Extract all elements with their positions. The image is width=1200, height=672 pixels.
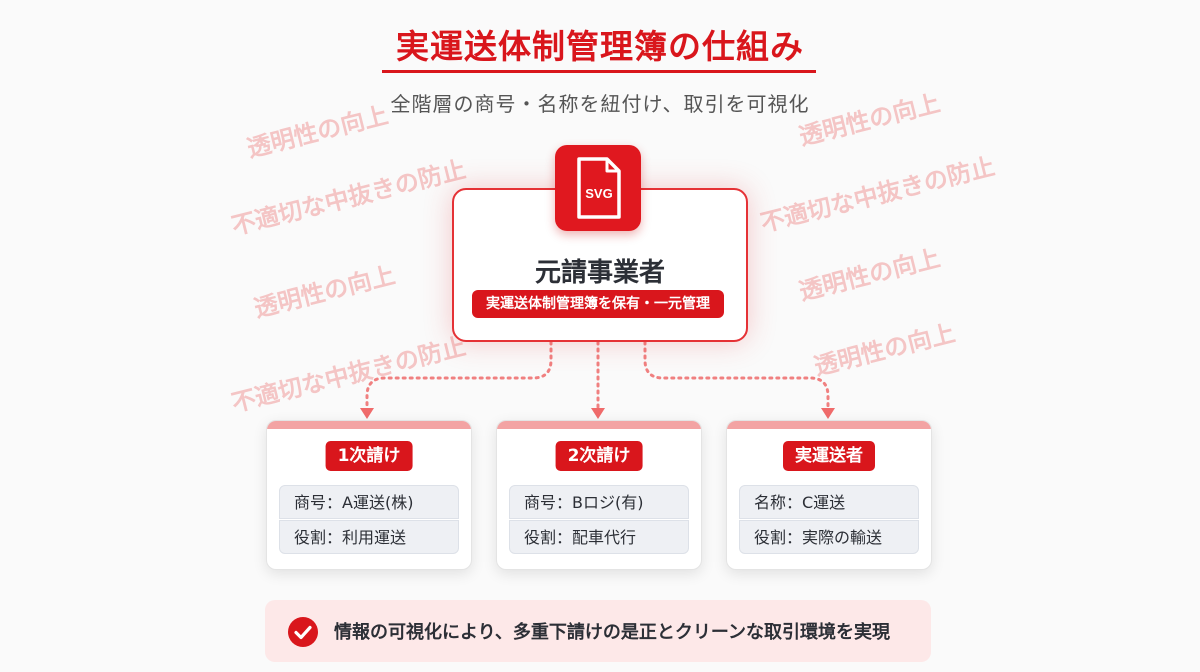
arrowhead-icon <box>821 408 835 419</box>
title-underline <box>382 70 816 73</box>
footer-banner <box>265 600 931 662</box>
node-card-3: 実運送者 名称：C運送 役割：実際の輸送 <box>726 420 932 570</box>
top-node-badge: 実運送体制管理簿を保有・一元管理 <box>472 290 724 318</box>
page-title: 実運送体制管理簿の仕組み <box>396 27 804 66</box>
connector-arrow-3 <box>643 340 830 412</box>
node-role-row: 役割：配車代行 <box>509 520 689 554</box>
arrowhead-icon <box>360 408 374 419</box>
card-topbar <box>267 421 471 429</box>
connector-arrow-1 <box>365 340 553 412</box>
svg-file-icon: SVG <box>555 145 641 231</box>
node-name-row: 商号：A運送(株) <box>279 485 459 519</box>
node-name-row: 名称：C運送 <box>739 485 919 519</box>
top-node-title: 元請事業者 <box>534 258 665 288</box>
node-card-2: 2次請け 商号：Bロジ(有) 役割：配車代行 <box>496 420 702 570</box>
node-badge: 2次請け <box>555 441 643 471</box>
check-circle-icon <box>287 616 319 648</box>
node-badge: 1次請け <box>325 441 413 471</box>
node-card-1: 1次請け 商号：A運送(株) 役割：利用運送 <box>266 420 472 570</box>
svg-icon-label: SVG <box>585 186 612 201</box>
page-subtitle: 全階層の商号・名称を紐付け、取引を可視化 <box>390 92 810 116</box>
arrowhead-icon <box>591 408 605 419</box>
node-role-row: 役割：利用運送 <box>279 520 459 554</box>
card-topbar <box>727 421 931 429</box>
card-topbar <box>497 421 701 429</box>
node-name-row: 商号：Bロジ(有) <box>509 485 689 519</box>
node-badge: 実運送者 <box>783 441 875 471</box>
node-role-row: 役割：実際の輸送 <box>739 520 919 554</box>
footer-text: 情報の可視化により、多重下請けの是正とクリーンな取引環境を実現 <box>334 622 891 643</box>
